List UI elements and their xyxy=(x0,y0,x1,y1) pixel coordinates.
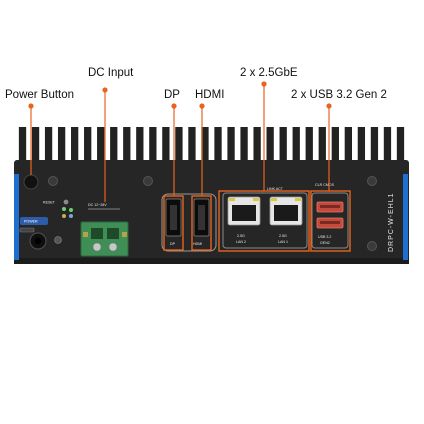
blue-strip-left xyxy=(14,174,19,260)
usb-port-top-tongue xyxy=(320,205,340,208)
heatsink-fin xyxy=(305,127,313,163)
status-led-blue xyxy=(69,214,73,218)
callout-power-button: Power Button xyxy=(5,89,75,101)
link-act-label: LINK ACT xyxy=(267,187,284,191)
heatsink-fin xyxy=(331,127,339,163)
lan-port-2-name: LAN 2 xyxy=(236,240,246,244)
lan-port-2-socket xyxy=(232,205,256,221)
status-led-green-2 xyxy=(69,208,73,212)
reset-button[interactable] xyxy=(63,199,69,205)
lan-port-2-speed: 2.5G xyxy=(237,234,245,238)
heatsink-fin xyxy=(383,127,392,163)
callout-leaders xyxy=(28,81,332,202)
dp-port-inner xyxy=(170,205,177,230)
dc-terminal-slot-right xyxy=(107,228,119,239)
dc-terminal-slot-left xyxy=(91,228,103,239)
heatsink-fins xyxy=(18,127,405,163)
status-led-amber xyxy=(62,214,66,218)
usb-gen-label: GEN2 xyxy=(320,241,330,245)
heatsink-fin xyxy=(344,127,352,163)
reset-label: RESET xyxy=(43,201,56,205)
chassis-bottom-lip xyxy=(14,258,409,264)
ground-screw-icon xyxy=(54,236,62,244)
highlight-usb xyxy=(310,190,351,252)
usb-ports-frame xyxy=(311,192,349,249)
heatsink-fin xyxy=(31,127,40,163)
screw-icons xyxy=(48,176,377,251)
dc-terminal-tab-right xyxy=(122,232,127,237)
heatsink-fin xyxy=(240,127,248,163)
hdmi-port-inner xyxy=(198,205,205,230)
heatsink-fin xyxy=(357,127,366,163)
lan-port-2-led-left xyxy=(229,198,235,201)
dc-terminal-tab-left xyxy=(83,232,88,237)
lan-port-2-led-right xyxy=(253,198,259,201)
heatsink-fin xyxy=(279,127,287,163)
lan-ports-frame xyxy=(222,192,308,249)
status-led-green-1 xyxy=(62,207,66,211)
power-button[interactable] xyxy=(23,174,39,190)
display-ports-frame xyxy=(161,193,217,252)
heatsink-fin xyxy=(110,127,118,163)
dp-label: DP xyxy=(170,242,176,246)
heatsink-fin xyxy=(175,127,183,163)
dc-terminal-screw-left xyxy=(92,242,102,252)
callout-dc-input: DC Input xyxy=(88,67,134,79)
callout-lan: 2 x 2.5GbE xyxy=(240,67,298,79)
heatsink-fin xyxy=(201,127,209,163)
heatsink-fin xyxy=(227,127,235,163)
heatsink-fin xyxy=(84,127,92,163)
usb-port-small[interactable] xyxy=(19,227,35,233)
usb-speed-label: USB 3.2 xyxy=(318,235,331,239)
blue-strip-right xyxy=(403,174,408,260)
usb-port-bottom-tongue xyxy=(320,221,340,224)
heatsink-fin xyxy=(44,127,53,163)
callout-usb: 2 x USB 3.2 Gen 2 xyxy=(291,89,387,101)
power-label-badge xyxy=(20,217,48,225)
heatsink-fin xyxy=(162,127,170,163)
dc-rating-label: DC 12~28V xyxy=(88,203,107,207)
heatsink-fin xyxy=(123,127,131,163)
power-label: POWER xyxy=(24,220,38,224)
clr-cmos-label: CLR CMOS xyxy=(315,183,335,187)
heatsink-fin xyxy=(136,127,144,163)
heatsink-fin xyxy=(396,127,405,163)
audio-jack-hole xyxy=(34,237,42,245)
heatsink-fin xyxy=(57,127,66,163)
dc-terminal-screw-right xyxy=(108,242,118,252)
model-label: DRPC-W-EHL1 xyxy=(388,193,395,253)
heatsink-fin xyxy=(97,127,105,163)
lan-port-1-led-left xyxy=(271,198,277,201)
heatsink-fin xyxy=(253,127,261,163)
heatsink-fin xyxy=(266,127,274,163)
heatsink-fin xyxy=(71,127,79,163)
lan-port-1-name: LAN 1 xyxy=(278,240,288,244)
heatsink-fin xyxy=(149,127,157,163)
dc-input-terminal[interactable] xyxy=(80,221,129,257)
callout-hdmi: HDMI xyxy=(195,89,225,101)
lan-port-1-led-right xyxy=(295,198,301,201)
heatsink-fin xyxy=(188,127,196,163)
lan-port-1-socket xyxy=(274,205,298,221)
heatsink-fin xyxy=(370,127,379,163)
heatsink-fin xyxy=(18,127,27,163)
hdmi-label: HDMI xyxy=(193,242,202,246)
heatsink-fin xyxy=(318,127,326,163)
callout-dp: DP xyxy=(164,89,180,101)
heatsink-fin xyxy=(292,127,300,163)
lan-port-1-speed: 2.5G xyxy=(279,234,287,238)
heatsink-fin xyxy=(214,127,222,163)
